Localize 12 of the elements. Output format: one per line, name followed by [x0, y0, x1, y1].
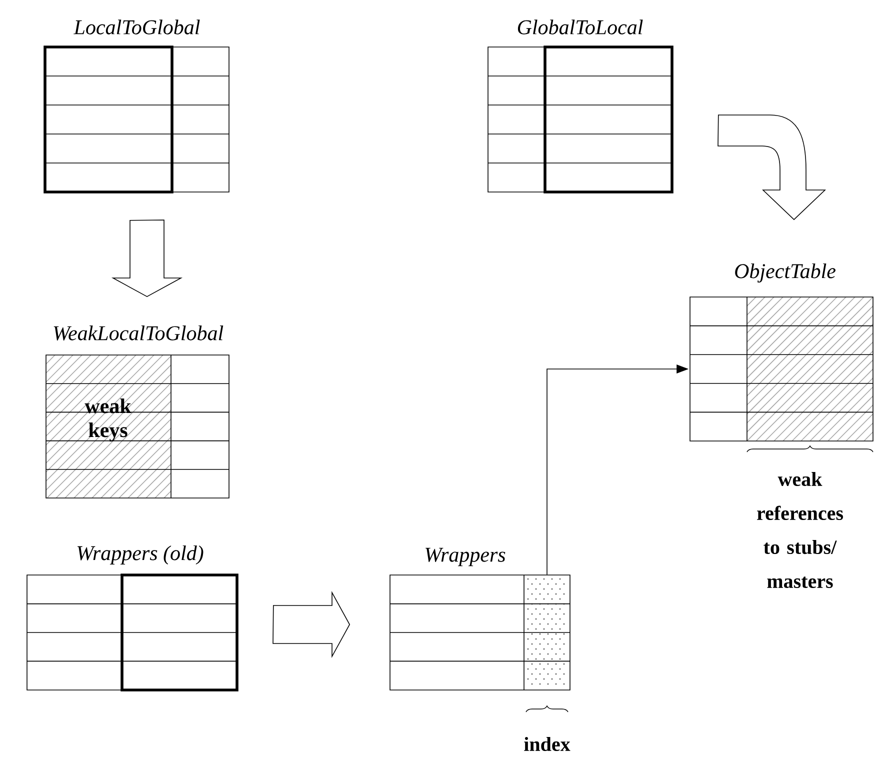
table-title: WeakLocalToGlobal — [54, 326, 224, 340]
table-title: GlobalToLocal — [518, 20, 643, 34]
arrow — [546, 364, 689, 575]
brace-label: index — [524, 736, 570, 752]
table-title: Wrappers — [426, 548, 506, 566]
block-arrow — [718, 114, 826, 220]
block-arrow — [272, 590, 350, 658]
table-title: ObjectTable — [735, 263, 836, 283]
table-title: Wrappers (old) — [78, 545, 204, 565]
brace-label: weak references to stubs/ masters — [757, 472, 844, 588]
block-arrow — [111, 220, 183, 298]
table-title: LocalToGlobal — [74, 20, 200, 34]
